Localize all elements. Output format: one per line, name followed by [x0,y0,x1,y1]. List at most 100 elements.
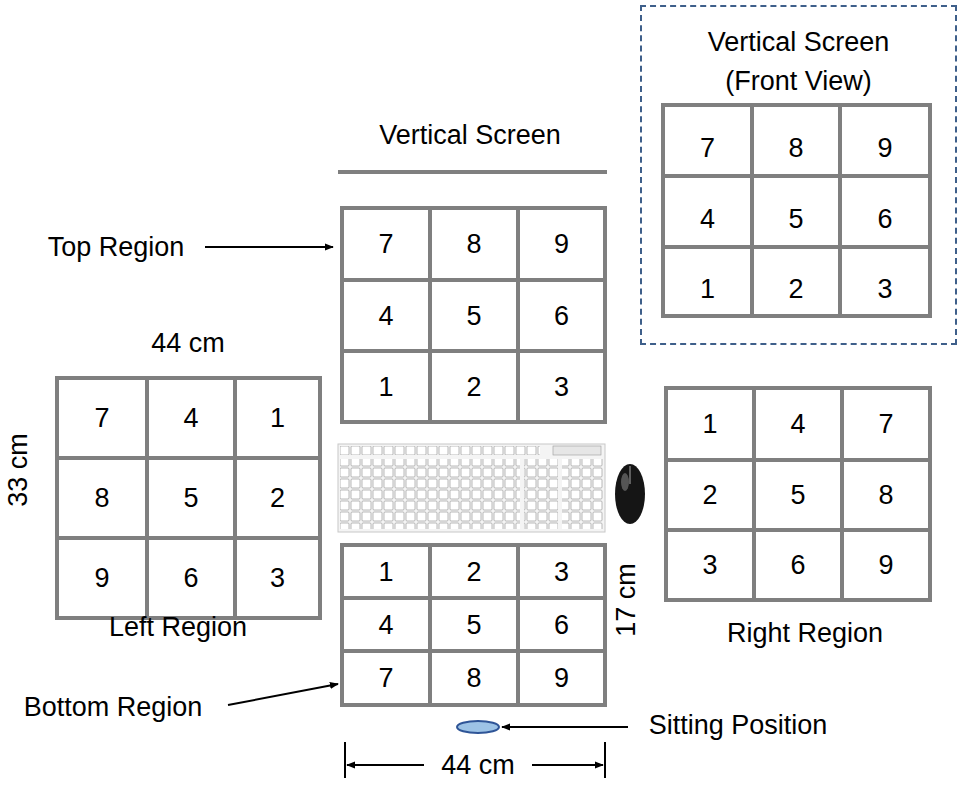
cell-number: 7 [665,129,750,168]
grid-cell: 5 [145,456,237,540]
grid-cell: 3 [838,245,932,318]
cell-number: 6 [183,563,198,593]
region-label: Left Region [109,612,247,642]
cell-number: 2 [754,270,838,309]
grid-cell: 2 [750,245,842,318]
grid-cell: 8 [750,103,842,178]
screen-frame: Vertical Screen (Front View)789456123 [640,5,957,345]
dimension-label: 44 cm [151,328,225,358]
cell-number: 5 [790,480,805,510]
grid-cell: 8 [428,206,520,282]
cell-number: 6 [790,550,805,580]
cell-number: 8 [466,663,481,693]
grid-cell: 7 [840,386,932,462]
grid-cell: 6 [516,278,607,353]
grid-cell: 5 [750,174,842,249]
cell-number: 8 [754,129,838,168]
cell-number: 3 [554,372,569,402]
dimension-label: 44 cm [441,750,515,780]
grid-cell: 2 [664,458,756,532]
grid-cell: 1 [340,543,432,600]
grid-cell: 3 [516,543,607,600]
mouse-symbol [615,464,645,524]
grid-cell: 9 [838,103,932,178]
screen-label: Vertical Screen [379,120,561,150]
grid-cell: 4 [340,596,432,653]
cell-number: 9 [554,229,569,259]
cell-number: 6 [842,200,928,239]
grid-cell: 4 [340,278,432,353]
grid-cell: 9 [516,649,607,707]
grid-cell: 1 [340,349,432,424]
cell-number: 5 [466,301,481,331]
cell-number: 6 [554,301,569,331]
cell-number: 7 [94,403,109,433]
grid-cell: 4 [145,376,237,460]
grid-cell: 1 [661,245,754,318]
grid-cell: 5 [428,278,520,353]
cell-number: 2 [702,480,717,510]
cell-number: 1 [270,403,285,433]
cell-number: 3 [842,270,928,309]
dimension-label: 33 cm [3,433,33,507]
grid-cell: 7 [340,206,432,282]
grid-cell: 9 [55,536,149,620]
cell-number: 8 [878,480,893,510]
grid-cell: 8 [428,649,520,707]
cell-number: 4 [183,403,198,433]
cell-number: 9 [554,663,569,693]
grid-cell: 4 [661,174,754,249]
cell-number: 9 [94,563,109,593]
cell-number: 5 [183,483,198,513]
grid-cell: 1 [664,386,756,462]
cell-number: 2 [466,372,481,402]
cell-number: 2 [466,557,481,587]
cell-number: 3 [270,563,285,593]
grid-cell: 6 [752,528,844,602]
grid-cell: 3 [664,528,756,602]
grid-cell: 9 [516,206,607,282]
cell-number: 8 [466,229,481,259]
cell-number: 4 [378,610,393,640]
grid-cell: 6 [516,596,607,653]
leader-arrow [228,684,338,705]
cell-number: 8 [94,483,109,513]
grid-cell: 1 [233,376,322,460]
position-label: Sitting Position [649,710,828,740]
grid-cell: 6 [145,536,237,620]
grid-cell: 2 [428,349,520,424]
grid-cell: 7 [661,103,754,178]
grid-cell: 7 [55,376,149,460]
grid-cell: 4 [752,386,844,462]
cell-number: 6 [554,610,569,640]
grid-cell: 8 [840,458,932,532]
grid-cell: 5 [752,458,844,532]
cell-number: 2 [270,483,285,513]
cell-number: 1 [378,372,393,402]
grid-cell: 2 [233,456,322,540]
cell-number: 5 [466,610,481,640]
screen-line [338,170,607,174]
cell-number: 1 [702,409,717,439]
cell-number: 4 [665,200,750,239]
grid-cell: 9 [840,528,932,602]
region-label: Bottom Region [24,692,203,722]
cell-number: 4 [790,409,805,439]
dimension-label: 17 cm [611,563,641,637]
region-label: Top Region [48,232,185,262]
cell-number: 9 [842,129,928,168]
cell-number: 4 [378,301,393,331]
leader-arrow [205,246,333,248]
grid-cell: 2 [428,543,520,600]
cell-number: 1 [378,557,393,587]
sitting-marker [457,721,499,733]
grid-cell: 6 [838,174,932,249]
cell-number: 7 [378,229,393,259]
cell-number: 5 [754,200,838,239]
grid-cell: 8 [55,456,149,540]
cell-number: 7 [878,409,893,439]
leader-arrow [502,726,628,728]
grid-cell: 3 [233,536,322,620]
grid-cell: 5 [428,596,520,653]
cell-number: 9 [878,550,893,580]
